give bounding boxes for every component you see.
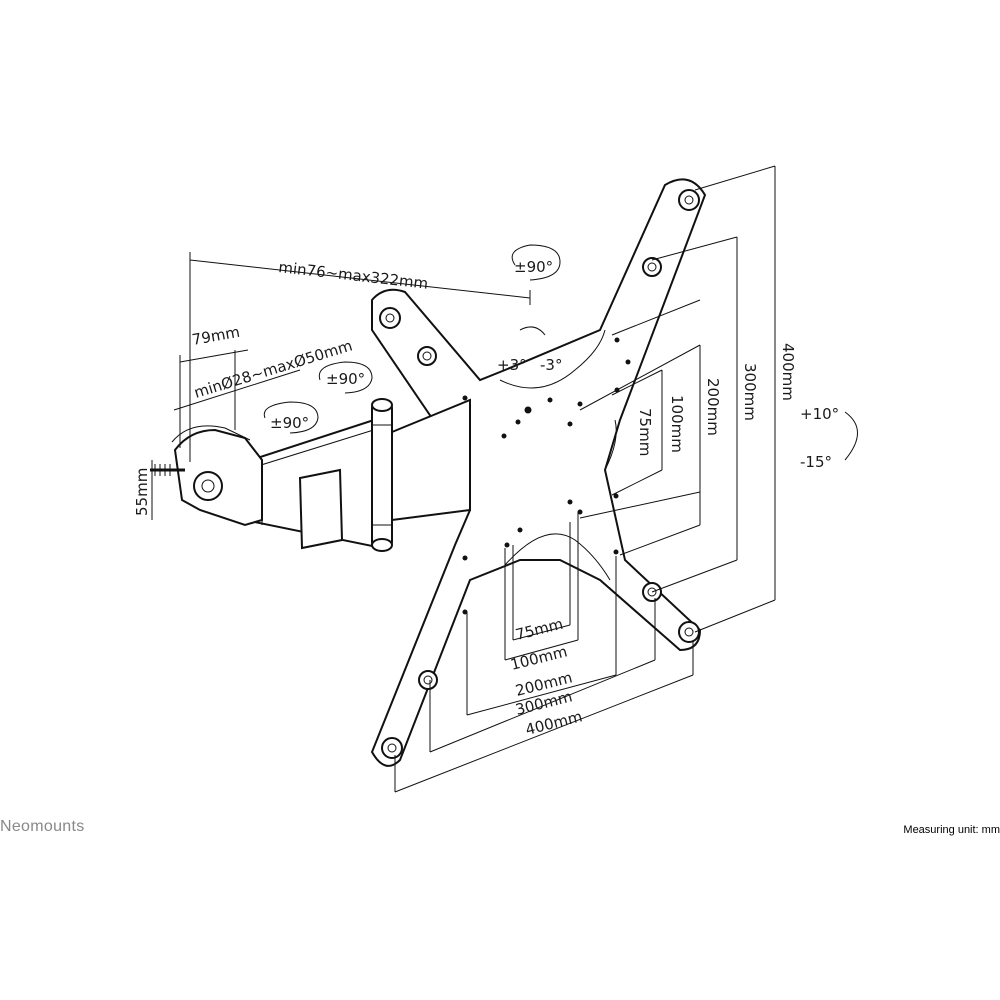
screw-icon [417, 346, 437, 366]
clamp-arm [150, 398, 471, 552]
rotation-arrow-icon [263, 244, 858, 461]
screw-icon [678, 189, 700, 211]
vesa-v-100: 100mm [668, 395, 686, 453]
rotation-top-label: ±90° [514, 258, 553, 276]
measuring-unit: Measuring unit: mm [903, 824, 1000, 836]
tilt-down-label: -15° [800, 453, 832, 471]
screw-icon [642, 257, 662, 277]
clamp-width-label: 79mm [191, 323, 242, 349]
vesa-h-75: 75mm [514, 615, 565, 644]
vesa-plate [370, 178, 707, 767]
vesa-v-400: 400mm [779, 343, 797, 401]
extension-label: min76~max322mm [278, 258, 430, 293]
dimension-lines [151, 165, 776, 793]
tilt-plus-label: +3° [497, 356, 527, 374]
rotation-arm1-label: ±90° [326, 370, 365, 388]
rotation-arm2-label: ±90° [270, 414, 309, 432]
brand-logo: Neomounts [0, 818, 85, 835]
tilt-minus-label: -3° [540, 356, 562, 374]
screw-icon [418, 670, 438, 690]
vesa-v-200: 200mm [704, 378, 722, 436]
vesa-h-100: 100mm [509, 642, 569, 673]
tilt-up-label: +10° [800, 405, 839, 423]
vesa-holes [462, 337, 631, 615]
screw-icon [379, 307, 401, 329]
vesa-v-300: 300mm [741, 363, 759, 421]
vesa-v-75: 75mm [636, 408, 654, 456]
height-55-label: 55mm [133, 468, 151, 516]
screw-icon [381, 737, 403, 759]
screw-icon [678, 621, 700, 643]
